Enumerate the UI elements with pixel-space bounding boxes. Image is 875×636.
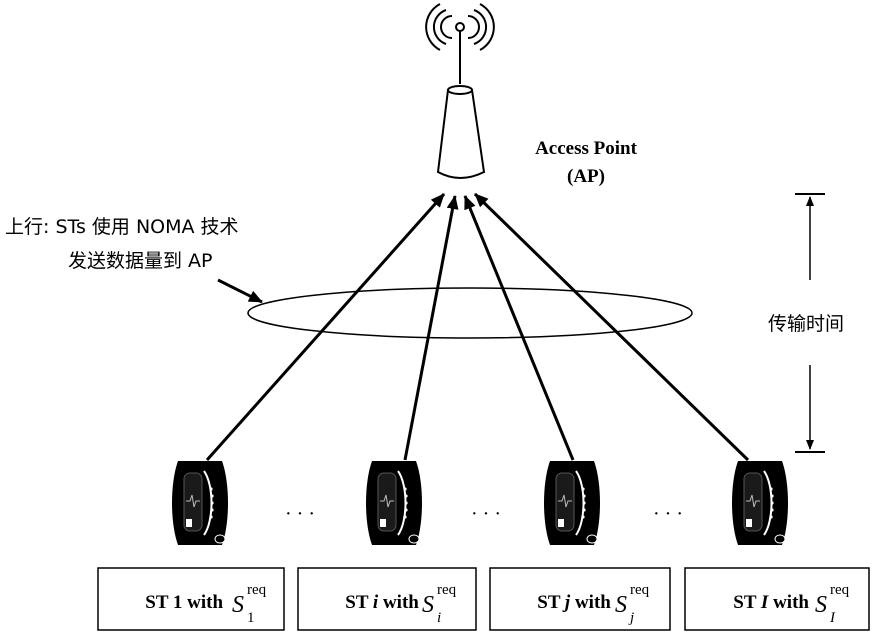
svg-text:ST 1 with: ST 1 with [112, 592, 252, 613]
station-prefix: ST [733, 592, 761, 613]
station-symbol: S [815, 592, 827, 618]
smartwatch-icon-stj [544, 461, 600, 545]
annotation-pointer-arrow [218, 280, 262, 302]
station-sup: req [247, 582, 267, 598]
station-with: with [570, 592, 615, 613]
access-point-icon [426, 4, 494, 178]
smartwatch-icon-st1 [172, 461, 228, 545]
noma-group-ellipse [248, 288, 692, 338]
station-with: with [182, 592, 227, 613]
access-point-abbrev: (AP) [567, 166, 605, 187]
smartwatch-icon-stI [732, 461, 788, 545]
station-box-sti: ST i with S req i [298, 568, 476, 630]
ellipsis-2: · · · [471, 503, 501, 525]
uplink-arrow-st1 [207, 194, 444, 460]
uplink-arrow-stI [475, 194, 748, 460]
station-symbol: S [615, 592, 627, 618]
station-box-st1: ST 1 with S req 1 [98, 568, 284, 630]
station-sub: I [829, 610, 836, 626]
uplink-annotation-line2: 发送数据量到 AP [68, 250, 213, 272]
ellipsis-3: · · · [653, 503, 683, 525]
station-symbol: S [422, 592, 434, 618]
station-prefix: ST [145, 592, 173, 613]
uplink-annotation-line1: 上行: STs 使用 NOMA 技术 [5, 216, 239, 238]
uplink-arrow-sti [405, 196, 455, 460]
station-sub: i [437, 610, 441, 626]
station-prefix: ST [537, 592, 565, 613]
station-sup: req [630, 582, 650, 598]
station-index: 1 [173, 592, 183, 613]
station-sub: 1 [247, 610, 255, 626]
station-prefix: ST [345, 592, 373, 613]
station-with: with [378, 592, 423, 613]
smartwatch-icon-sti [366, 461, 422, 545]
station-with: with [768, 592, 813, 613]
access-point-name: Access Point [535, 138, 638, 159]
station-sup: req [437, 582, 457, 598]
station-box-stj: ST j with S req j [490, 568, 670, 630]
ellipsis-1: · · · [285, 503, 315, 525]
station-sup: req [830, 582, 850, 598]
transmission-time-label: 传输时间 [768, 313, 844, 335]
station-symbol: S [232, 592, 244, 618]
station-box-stI: ST I with S req I [685, 568, 869, 630]
